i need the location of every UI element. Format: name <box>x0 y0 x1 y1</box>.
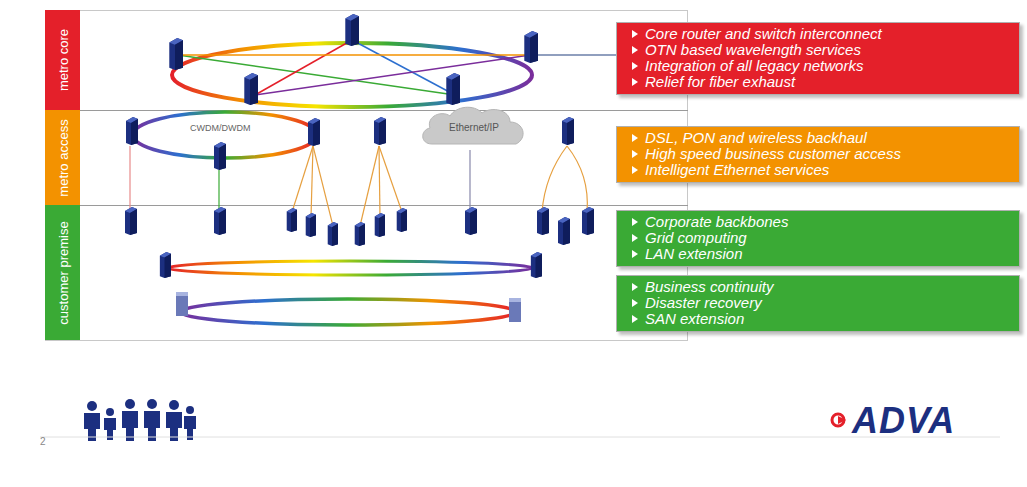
band-title: customer premise <box>55 221 70 324</box>
bullet-item: Corporate backbones <box>629 214 1011 230</box>
band-label: metro access <box>45 110 80 205</box>
bullet-item: High speed business customer access <box>629 146 1011 162</box>
band-title: metro core <box>55 29 70 91</box>
feature-box: Business continuityDisaster recoverySAN … <box>616 275 1020 332</box>
feature-box: Corporate backbonesGrid computingLAN ext… <box>616 210 1020 267</box>
page-number: 2 <box>40 436 46 448</box>
bullet-item: SAN extension <box>629 311 1011 327</box>
feature-box: Core router and switch interconnectOTN b… <box>616 22 1020 95</box>
bullet-item: LAN extension <box>629 246 1011 262</box>
band-label: customer premise <box>45 205 80 340</box>
bullet-item: DSL, PON and wireless backhaul <box>629 130 1011 146</box>
bullet-item: Relief for fiber exhaust <box>629 74 1011 90</box>
bullet-item: Core router and switch interconnect <box>629 26 1011 42</box>
bullet-item: OTN based wavelength services <box>629 42 1011 58</box>
band-label: metro core <box>45 10 80 110</box>
feature-box: DSL, PON and wireless backhaulHigh speed… <box>616 126 1020 183</box>
bullet-item: Business continuity <box>629 279 1011 295</box>
ring-label: CWDM/DWDM <box>190 123 250 133</box>
bullet-item: Integration of all legacy networks <box>629 58 1011 74</box>
band-title: metro access <box>55 119 70 196</box>
cloud-label: Ethernet/IP <box>418 122 530 133</box>
bullet-item: Intelligent Ethernet services <box>629 162 1011 178</box>
network-cloud: Ethernet/IP <box>418 104 530 150</box>
bullet-item: Disaster recovery <box>629 295 1011 311</box>
bullet-item: Grid computing <box>629 230 1011 246</box>
company-logo: ADVA <box>852 403 955 439</box>
